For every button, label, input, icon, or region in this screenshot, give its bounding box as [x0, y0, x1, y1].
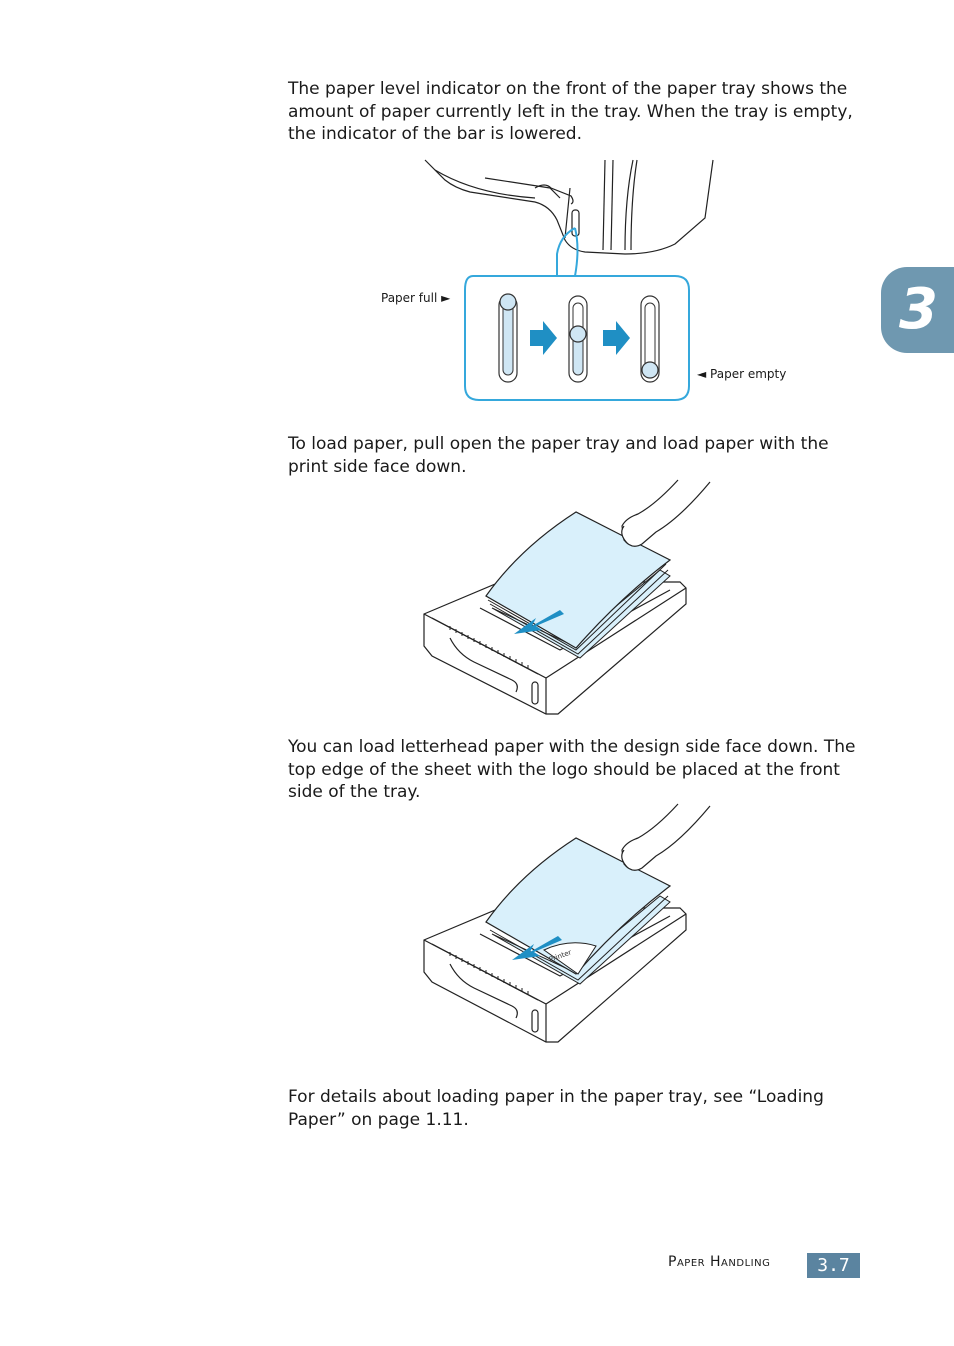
paragraph-letterhead: You can load letterhead paper with the d… — [288, 737, 856, 802]
page-number-badge: 3.7 — [807, 1253, 860, 1278]
arrow-right-icon — [603, 321, 630, 355]
load-letterhead-figure: Printer — [423, 803, 711, 1043]
arrow-insert-icon — [512, 936, 562, 960]
chapter-number: 3 — [899, 277, 938, 342]
paragraph-load-paper: To load paper, pull open the paper tray … — [288, 434, 829, 477]
hand-icon — [621, 803, 711, 871]
paragraph-see-loading-paper: For details about loading paper in the p… — [288, 1087, 824, 1130]
chapter-tab: 3 — [881, 267, 954, 353]
page-number: 3.7 — [817, 1255, 850, 1276]
indicator-full — [498, 293, 518, 383]
paper-level-indicator-figure: Paper full ► ◄ Paper empty — [381, 159, 786, 401]
footer-section-title: Paper Handling — [668, 1254, 771, 1270]
arrow-insert-icon — [514, 610, 564, 634]
indicator-half — [568, 295, 588, 383]
hand-icon — [621, 479, 711, 547]
label-paper-empty: ◄ Paper empty — [697, 367, 786, 381]
indicator-empty — [640, 295, 660, 383]
label-paper-full: Paper full ► — [381, 291, 451, 305]
load-paper-tray-figure — [423, 479, 711, 715]
arrow-right-icon — [530, 321, 557, 355]
paragraph-level-indicator: The paper level indicator on the front o… — [288, 79, 853, 144]
